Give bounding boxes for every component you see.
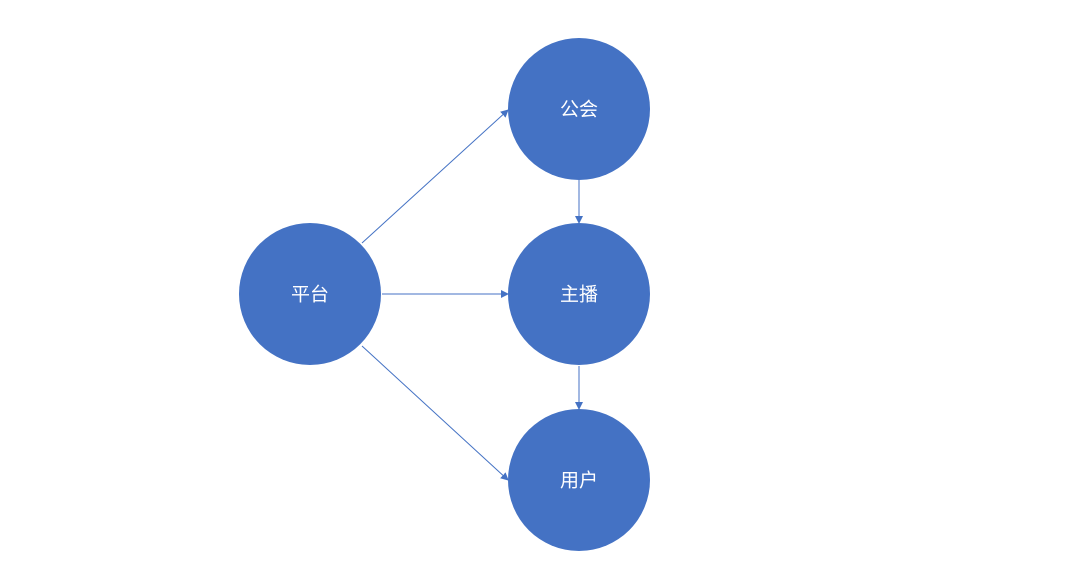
node-user-label: 用户 [560,470,598,492]
edges [361,109,583,481]
edge-platform-to-user [361,345,509,481]
node-streamer-circle [508,223,650,365]
node-guild-label: 公会 [560,99,598,121]
node-platform[interactable]: 平台 [239,223,381,365]
node-guild[interactable]: 公会 [508,38,650,180]
node-streamer-label: 主播 [560,284,598,306]
node-guild-circle [508,38,650,180]
edge-platform-to-guild [361,109,509,244]
node-user-circle [508,409,650,551]
node-streamer[interactable]: 主播 [508,223,650,365]
node-platform-label: 平台 [291,284,329,306]
node-platform-circle [239,223,381,365]
node-user[interactable]: 用户 [508,409,650,551]
